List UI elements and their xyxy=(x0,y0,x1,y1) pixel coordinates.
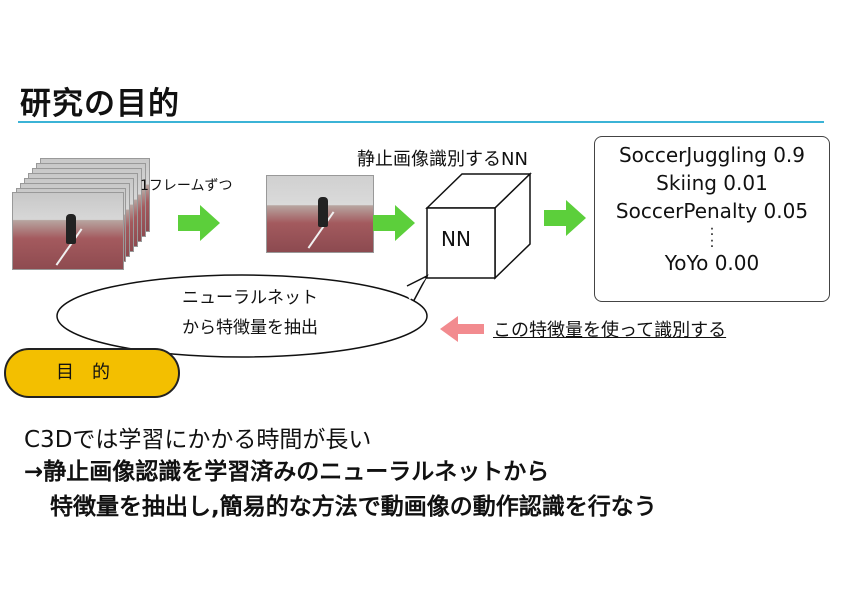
feature-usage-label: この特徴量を使って識別する xyxy=(493,320,727,341)
bubble-line: から特徴量を抽出 xyxy=(182,318,318,338)
body-line-bold: →静止画像認識を学習済みのニューラルネットから xyxy=(24,459,550,485)
video-frame-front xyxy=(12,192,124,270)
player-figure xyxy=(317,197,328,228)
bubble-text: ニューラルネット から特徴量を抽出 xyxy=(150,283,350,343)
classification-results-box: SoccerJuggling 0.9 Skiing 0.01 SoccerPen… xyxy=(594,136,830,302)
nn-cube-icon xyxy=(425,172,532,280)
right-arrow-icon xyxy=(373,205,415,241)
nn-caption: 静止画像識別するNN xyxy=(357,149,528,170)
result-item: SoccerJuggling 0.9 xyxy=(618,143,806,167)
video-frame-stack xyxy=(12,158,150,270)
result-item: SoccerPenalty 0.05 xyxy=(615,199,809,223)
speech-bubble xyxy=(56,274,429,358)
ellipsis-dot: : xyxy=(709,223,715,239)
body-line-bold: 特徴量を抽出し,簡易的な方法で動画像の動作認識を行なう xyxy=(50,494,657,520)
title-divider xyxy=(18,121,824,123)
left-arrow-icon xyxy=(440,316,484,342)
player-figure xyxy=(65,214,76,245)
single-video-frame xyxy=(266,175,374,253)
ellipsis-dot: : xyxy=(709,235,715,251)
nn-box-label: NN xyxy=(441,227,471,251)
slide-title: 研究の目的 xyxy=(20,86,180,122)
purpose-badge: 目的 xyxy=(4,348,180,398)
bubble-line: ニューラルネット xyxy=(182,288,318,308)
right-arrow-icon xyxy=(544,200,586,236)
result-item: YoYo 0.00 xyxy=(664,251,760,275)
result-item: Skiing 0.01 xyxy=(656,171,768,195)
frames-label: 1フレームずつ xyxy=(140,178,233,194)
body-line: C3Dでは学習にかかる時間が長い xyxy=(24,427,372,453)
right-arrow-icon xyxy=(178,205,220,241)
